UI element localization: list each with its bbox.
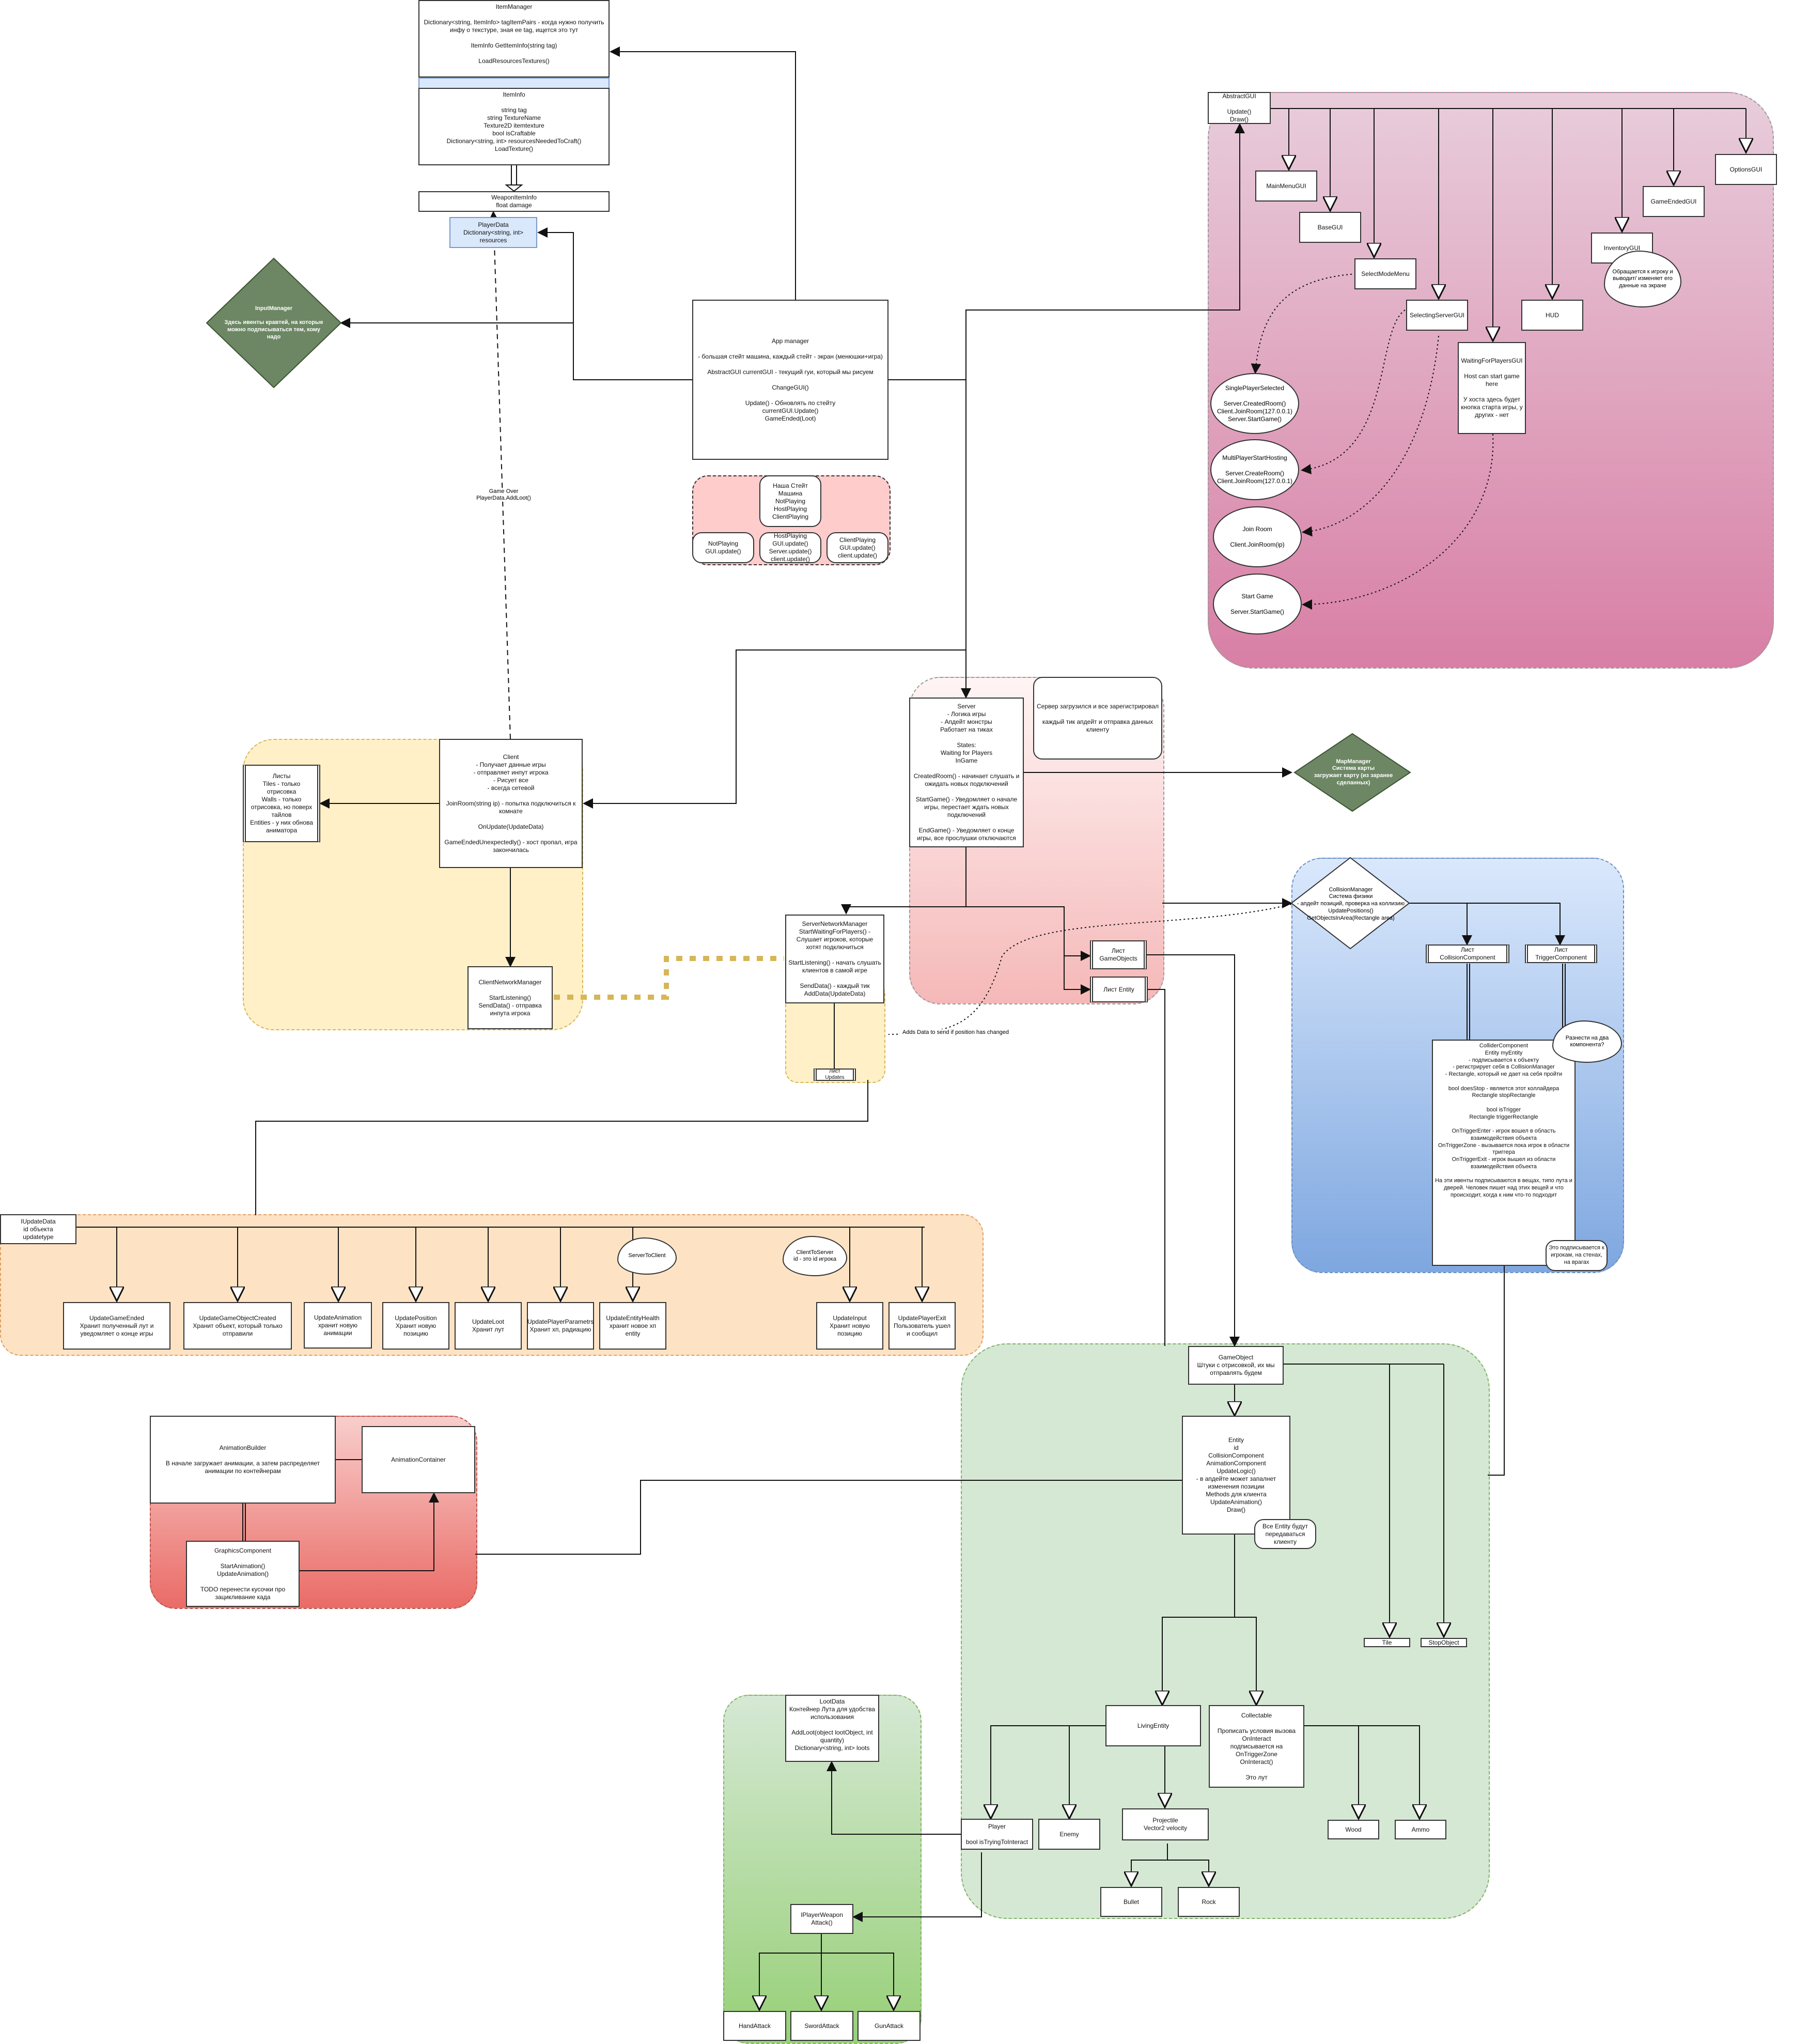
tile[interactable]: Tile	[1364, 1638, 1410, 1647]
server-to-client-cloud: ServerToClient	[617, 1237, 677, 1275]
animation-builder[interactable]: AnimationBuilder В начале загружает аним…	[150, 1416, 336, 1504]
update-player-parameters[interactable]: UpdatePlayerParametrs Хранит хп, радиаци…	[527, 1302, 594, 1350]
list-entity[interactable]: Лист Entity	[1090, 977, 1148, 1002]
list-collision-component[interactable]: Лист CollisionComponent	[1426, 944, 1509, 963]
abstract-gui[interactable]: AbstractGUI Update() Draw()	[1208, 92, 1271, 124]
graphics-component[interactable]: GraphicsComponent StartAnimation() Updat…	[186, 1541, 300, 1607]
map-manager-diamond	[1293, 733, 1411, 812]
state-host-playing[interactable]: HostPlaying GUI.update() Server.update()…	[759, 532, 821, 563]
list-game-objects[interactable]: Лист GameObjects	[1090, 940, 1147, 969]
state-client-playing[interactable]: ClientPlaying GUI.update() client.update…	[826, 532, 888, 563]
client-lists[interactable]: Листы Tiles - только отрисовка Walls - т…	[243, 765, 320, 842]
iplayer-weapon[interactable]: IPlayerWeapon Attack()	[790, 1904, 853, 1934]
rock[interactable]: Rock	[1178, 1887, 1240, 1917]
join-room[interactable]: Join Room Client.JoinRoom(ip)	[1213, 506, 1302, 567]
server-network-manager[interactable]: ServerNetworkManager StartWaitingForPlay…	[785, 915, 884, 1003]
map-manager[interactable]: MapManager Система карты загружает карту…	[1314, 758, 1393, 786]
divide-components-cloud: Разнести на два компонента?	[1552, 1020, 1622, 1063]
base-gui[interactable]: BaseGUI	[1299, 212, 1361, 243]
hud[interactable]: HUD	[1521, 300, 1583, 331]
stop-object[interactable]: StopObject	[1421, 1638, 1467, 1647]
inventory-note-cloud: Обращается к игроку и выводит/ изменяет …	[1604, 251, 1681, 307]
list-trigger-component[interactable]: Лист TriggerComponent	[1525, 944, 1597, 963]
item-manager[interactable]: ItemManager Dictionary<string, ItemInfo>…	[418, 0, 610, 78]
item-info[interactable]: ItemInfo string tag string TextureName T…	[418, 88, 610, 165]
client-network-manager[interactable]: ClientNetworkManager StartListening() Se…	[467, 966, 553, 1029]
update-player-exit[interactable]: UpdatePlayerExit Пользователь ушел и соо…	[888, 1302, 956, 1350]
start-game[interactable]: Start Game Server.StartGame()	[1213, 574, 1302, 634]
projectile[interactable]: Projectile Vector2 velocity	[1122, 1808, 1209, 1840]
server-note: Сервер загрузился и все зарегистрировал …	[1033, 677, 1162, 760]
living-entity[interactable]: LivingEntity	[1105, 1705, 1201, 1746]
single-player-selected[interactable]: SinglePlayerSelected Server.CreatedRoom(…	[1210, 373, 1299, 434]
multiplayer-start-hosting[interactable]: MultiPlayerStartHosting Server.CreateRoo…	[1210, 439, 1299, 500]
enemy[interactable]: Enemy	[1038, 1819, 1100, 1850]
update-animation[interactable]: UpdateAnimation хранит новую анимации	[304, 1302, 372, 1349]
sword-attack[interactable]: SwordAttack	[790, 2011, 853, 2041]
ammo[interactable]: Ammo	[1395, 1820, 1446, 1839]
entity[interactable]: Entity id CollisionComponent AnimationCo…	[1182, 1416, 1290, 1535]
update-data[interactable]: IUpdateData id объекта updatetype	[0, 1214, 76, 1244]
game-ended-gui[interactable]: GameEndedGUI	[1643, 186, 1705, 217]
list-updates[interactable]: Лист Updates	[814, 1069, 856, 1081]
wood[interactable]: Wood	[1328, 1820, 1379, 1839]
state-machine[interactable]: Наша Стейт Машина NotPlaying HostPlaying…	[759, 475, 821, 527]
animation-container[interactable]: AnimationContainer	[362, 1426, 475, 1493]
update-game-ended[interactable]: UpdateGameEnded Хранит полученный лут и …	[63, 1302, 170, 1350]
adds-data-label: Adds Data to send if position has change…	[899, 1029, 1012, 1036]
input-manager[interactable]: InputManager Здесь ивенты кравтей, на ко…	[224, 305, 323, 340]
game-over-label: Game Over PlayerData.AddLoot()	[467, 488, 540, 502]
update-input[interactable]: UpdateInput Хранит новую позицию	[816, 1302, 883, 1350]
update-loot[interactable]: UpdateLoot Хранит лут	[455, 1302, 522, 1350]
loot-data[interactable]: LootData Контейнер Лута для удобства исп…	[785, 1695, 879, 1762]
waiting-for-players-gui[interactable]: WaitingForPlayersGUI Host can start game…	[1458, 342, 1526, 434]
collider-component[interactable]: ColliderComponent Entity myEntity - подп…	[1432, 1040, 1576, 1266]
select-mode-menu[interactable]: SelectModeMenu	[1354, 258, 1416, 289]
collision-manager[interactable]: CollisionManager Система физики - апдейт…	[1297, 886, 1405, 921]
weapon-item-info[interactable]: WeaponItemInfo float damage	[418, 191, 610, 212]
client-to-server-cloud: ClientToServer id - это id игрока	[783, 1236, 847, 1276]
player[interactable]: Player bool isTryingToInteract	[961, 1819, 1033, 1850]
collision-manager-diamond	[1290, 857, 1410, 950]
hand-attack[interactable]: HandAttack	[723, 2011, 786, 2041]
subscribe-note: Это подписывается к игрокам, на стенах, …	[1546, 1240, 1608, 1271]
update-game-object-created[interactable]: UpdateGameObjectCreated Хранит объект, к…	[183, 1302, 292, 1350]
client[interactable]: Client - Получает данные игры - отправля…	[439, 739, 583, 868]
main-menu-gui[interactable]: MainMenuGUI	[1255, 171, 1317, 202]
player-data[interactable]: PlayerData Dictionary<string, int> resou…	[449, 217, 537, 248]
server[interactable]: Server - Логика игры - Апдейт монстры Ра…	[909, 698, 1024, 847]
collectable[interactable]: Collectable Прописать условия вызова OnI…	[1209, 1705, 1304, 1788]
input-manager-diamond	[206, 257, 342, 389]
app-manager[interactable]: App manager - большая стейт машина, кажд…	[692, 300, 888, 460]
update-entity-health[interactable]: UpdateEntityHealth хранит новое хп entit…	[599, 1302, 666, 1350]
state-not-playing[interactable]: NotPlaying GUI.update()	[692, 532, 754, 563]
options-gui[interactable]: OptionsGUI	[1715, 154, 1777, 185]
gun-attack[interactable]: GunAttack	[857, 2011, 921, 2041]
all-entity-note: Все Entity будут передаваться клиенту	[1254, 1519, 1316, 1549]
selecting-server-gui[interactable]: SelectingServerGUI	[1406, 300, 1468, 331]
game-object[interactable]: GameObject Штуки с отрисовкой, их мы отп…	[1188, 1346, 1284, 1385]
bullet[interactable]: Bullet	[1100, 1887, 1162, 1917]
update-position[interactable]: UpdatePosition Хранит новую позицию	[382, 1302, 449, 1350]
